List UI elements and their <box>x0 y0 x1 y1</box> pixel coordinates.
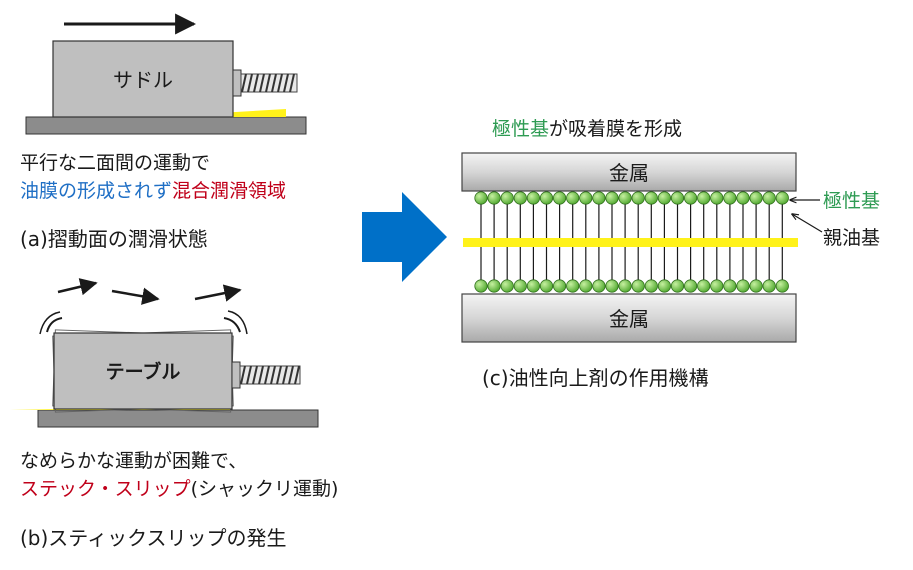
metal-plate-top <box>461 152 797 192</box>
adsorption-film-text: が吸着膜を形成 <box>549 118 682 140</box>
saddle-label: サドル <box>113 68 173 92</box>
lead-screw <box>239 365 301 385</box>
panel-c-caption: (c)油性向上剤の作用機構 <box>482 366 709 390</box>
polar-group-ball <box>762 191 776 205</box>
polar-group-ball <box>579 191 593 205</box>
polar-group-ball <box>775 279 789 293</box>
polar-group-ball <box>579 279 593 293</box>
panel-c-title: 極性基が吸着膜を形成 <box>492 118 682 140</box>
panel-b: テーブル なめらかな運動が困難で、 ステック・スリップ(シャックリ運動) (b)… <box>10 278 338 550</box>
polar-group-ball <box>723 191 737 205</box>
polar-group-ball <box>670 279 685 293</box>
polar-group-ball <box>487 191 501 205</box>
polar-group-ball <box>605 279 619 293</box>
oleophilic-pointer-line <box>792 214 823 233</box>
panel-b-caption: (b)スティックスリップの発生 <box>20 526 287 550</box>
jerky-arrow <box>194 284 242 302</box>
polar-group-ball <box>697 191 711 205</box>
panel-a: サドル 平行な二面間の運動で 油膜の形成されず混合潤滑領域 (a)摺動面の潤滑状… <box>20 13 307 251</box>
base-plate <box>37 409 319 428</box>
jerky-arrow <box>111 287 160 305</box>
polar-group-ball <box>618 279 632 293</box>
polar-group-ball <box>775 191 789 205</box>
polar-group-ball <box>657 191 672 205</box>
polar-group-ball <box>552 279 567 293</box>
polar-group-ball <box>631 279 645 293</box>
polar-group-ball <box>513 279 527 293</box>
vibration-mark-icon <box>227 310 248 335</box>
table-block <box>52 329 234 413</box>
polar-group-ball <box>670 191 685 205</box>
top-molecule-layer <box>474 191 789 238</box>
jerky-arrow <box>57 278 98 296</box>
polar-group-ball <box>657 279 672 293</box>
panel-b-line2: ステック・スリップ(シャックリ運動) <box>20 478 338 500</box>
polar-group-ball <box>500 191 514 205</box>
polar-group-ball <box>631 191 645 205</box>
mixed-lubrication-text: 混合潤滑領域 <box>172 180 286 202</box>
oil-film <box>463 238 798 247</box>
polar-group-ball <box>592 279 606 293</box>
table-label: テーブル <box>106 360 181 383</box>
polar-group-ball <box>552 191 567 205</box>
lead-screw <box>240 73 298 93</box>
panel-a-caption: (a)摺動面の潤滑状態 <box>20 227 208 251</box>
polar-group-ball <box>683 279 698 293</box>
metal-bottom-label: 金属 <box>609 307 649 331</box>
polar-group-ball <box>592 191 606 205</box>
polar-group-ball <box>618 191 632 205</box>
polar-group-ball <box>605 191 619 205</box>
polar-group-ball <box>644 279 658 293</box>
polar-group-title-text: 極性基 <box>492 118 549 140</box>
polar-group-ball <box>526 279 541 293</box>
saddle-block <box>52 40 234 118</box>
polar-group-ball <box>749 279 763 293</box>
vibration-mark-icon <box>46 317 63 333</box>
polar-group-ball <box>683 191 698 205</box>
vibration-mark-icon <box>223 317 241 333</box>
vibration-mark-icon <box>39 311 61 335</box>
polar-group-ball <box>644 191 658 205</box>
polar-group-ball <box>539 279 554 293</box>
polar-group-ball <box>566 191 580 205</box>
polar-group-ball <box>749 191 763 205</box>
oleophilic-group-label: 親油基 <box>823 227 880 249</box>
polar-group-ball <box>474 191 488 205</box>
polar-group-ball <box>736 279 750 293</box>
polar-group-ball <box>566 279 580 293</box>
panel-c: 極性基が吸着膜を形成 金属 金属 極性基 親油基 (c)油性向上剤の作用機構 <box>461 118 880 390</box>
polar-group-ball <box>710 191 724 205</box>
metal-top-label: 金属 <box>609 161 649 185</box>
polar-group-ball <box>526 191 541 205</box>
polar-group-ball <box>736 191 750 205</box>
transition-arrow-icon <box>362 192 447 282</box>
polar-group-ball <box>710 279 724 293</box>
polar-group-ball <box>474 279 488 293</box>
polar-group-ball <box>697 279 711 293</box>
screw-connector <box>231 361 241 389</box>
hiccup-motion-text: (シャックリ運動) <box>191 478 339 500</box>
polar-group-ball <box>723 279 737 293</box>
polar-group-label: 極性基 <box>823 190 880 212</box>
metal-plate-bottom <box>461 293 797 343</box>
panel-a-line2: 油膜の形成されず混合潤滑領域 <box>20 180 286 202</box>
oil-film-not-formed-text: 油膜の形成されず <box>20 180 172 202</box>
base-plate <box>25 116 307 135</box>
polar-group-ball <box>500 279 514 293</box>
polar-group-ball <box>539 191 554 205</box>
polar-group-ball <box>487 279 501 293</box>
panel-a-line1: 平行な二面間の運動で <box>20 152 210 174</box>
screw-connector <box>232 69 242 97</box>
bottom-molecule-layer <box>474 247 789 293</box>
stick-slip-text: ステック・スリップ <box>20 478 191 500</box>
panel-b-line1: なめらかな運動が困難で、 <box>20 450 247 472</box>
polar-group-ball <box>513 191 527 205</box>
polar-group-ball <box>762 279 776 293</box>
